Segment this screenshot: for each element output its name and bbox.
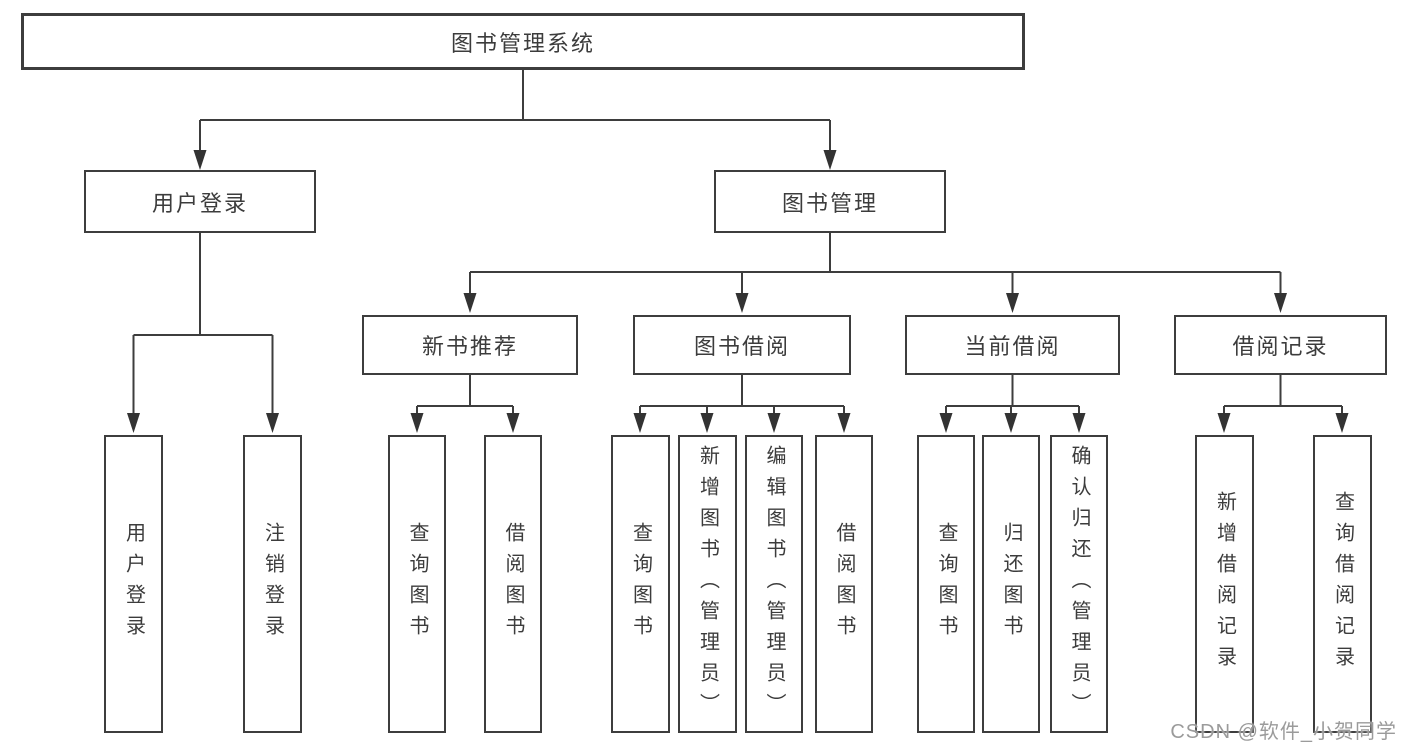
leaf-edit-books-admin-label: 编辑图书（管理员） [763,444,785,724]
node-current-borrow-label: 当前借阅 [964,334,1061,359]
node-new-book-recommend-label: 新书推荐 [421,334,518,359]
node-borrow-records: 借阅记录 [1174,315,1387,375]
node-root-system: 图书管理系统 [21,13,1025,70]
node-current-borrow: 当前借阅 [905,315,1120,375]
node-book-borrow: 图书借阅 [633,315,851,375]
leaf-recommend-borrow-books: 借阅图书 [484,435,542,733]
node-book-management-label: 图书管理 [781,190,878,216]
leaf-user-login: 用户登录 [104,435,163,733]
leaf-return-books: 归还图书 [982,435,1040,733]
leaf-add-books-admin: 新增图书（管理员） [678,435,737,733]
leaf-borrow-query-books-label: 查询图书 [629,522,652,646]
leaf-edit-books-admin: 编辑图书（管理员） [745,435,803,733]
leaf-recommend-borrow-books-label: 借阅图书 [502,522,524,646]
leaf-current-query-books-label: 查询图书 [935,522,957,646]
leaf-current-query-books: 查询图书 [917,435,975,733]
node-book-management: 图书管理 [714,170,946,233]
node-user-login: 用户登录 [84,170,316,233]
leaf-recommend-query-books-label: 查询图书 [406,522,428,646]
leaf-borrow-query-books: 查询图书 [611,435,670,733]
leaf-confirm-return-admin: 确认归还（管理员） [1050,435,1108,733]
leaf-confirm-return-admin-label: 确认归还（管理员） [1068,444,1090,724]
leaf-user-login-label: 用户登录 [122,522,145,646]
node-borrow-records-label: 借阅记录 [1232,334,1329,359]
leaf-logout-label: 注销登录 [261,522,284,646]
leaf-recommend-query-books: 查询图书 [388,435,446,733]
leaf-borrow-books-label: 借阅图书 [833,522,855,646]
node-user-login-label: 用户登录 [151,190,248,216]
leaf-add-borrow-record-label: 新增借阅记录 [1213,491,1236,677]
leaf-add-borrow-record: 新增借阅记录 [1195,435,1254,733]
node-book-borrow-label: 图书借阅 [693,334,790,359]
csdn-watermark: CSDN @软件_小贺同学 [1170,721,1397,743]
leaf-add-books-admin-label: 新增图书（管理员） [696,444,719,724]
leaf-return-books-label: 归还图书 [1000,522,1022,646]
leaf-query-borrow-record-label: 查询借阅记录 [1331,491,1354,677]
leaf-logout: 注销登录 [243,435,302,733]
node-root-system-label: 图书管理系统 [450,30,595,56]
node-new-book-recommend: 新书推荐 [362,315,578,375]
leaf-borrow-books: 借阅图书 [815,435,873,733]
leaf-query-borrow-record: 查询借阅记录 [1313,435,1372,733]
